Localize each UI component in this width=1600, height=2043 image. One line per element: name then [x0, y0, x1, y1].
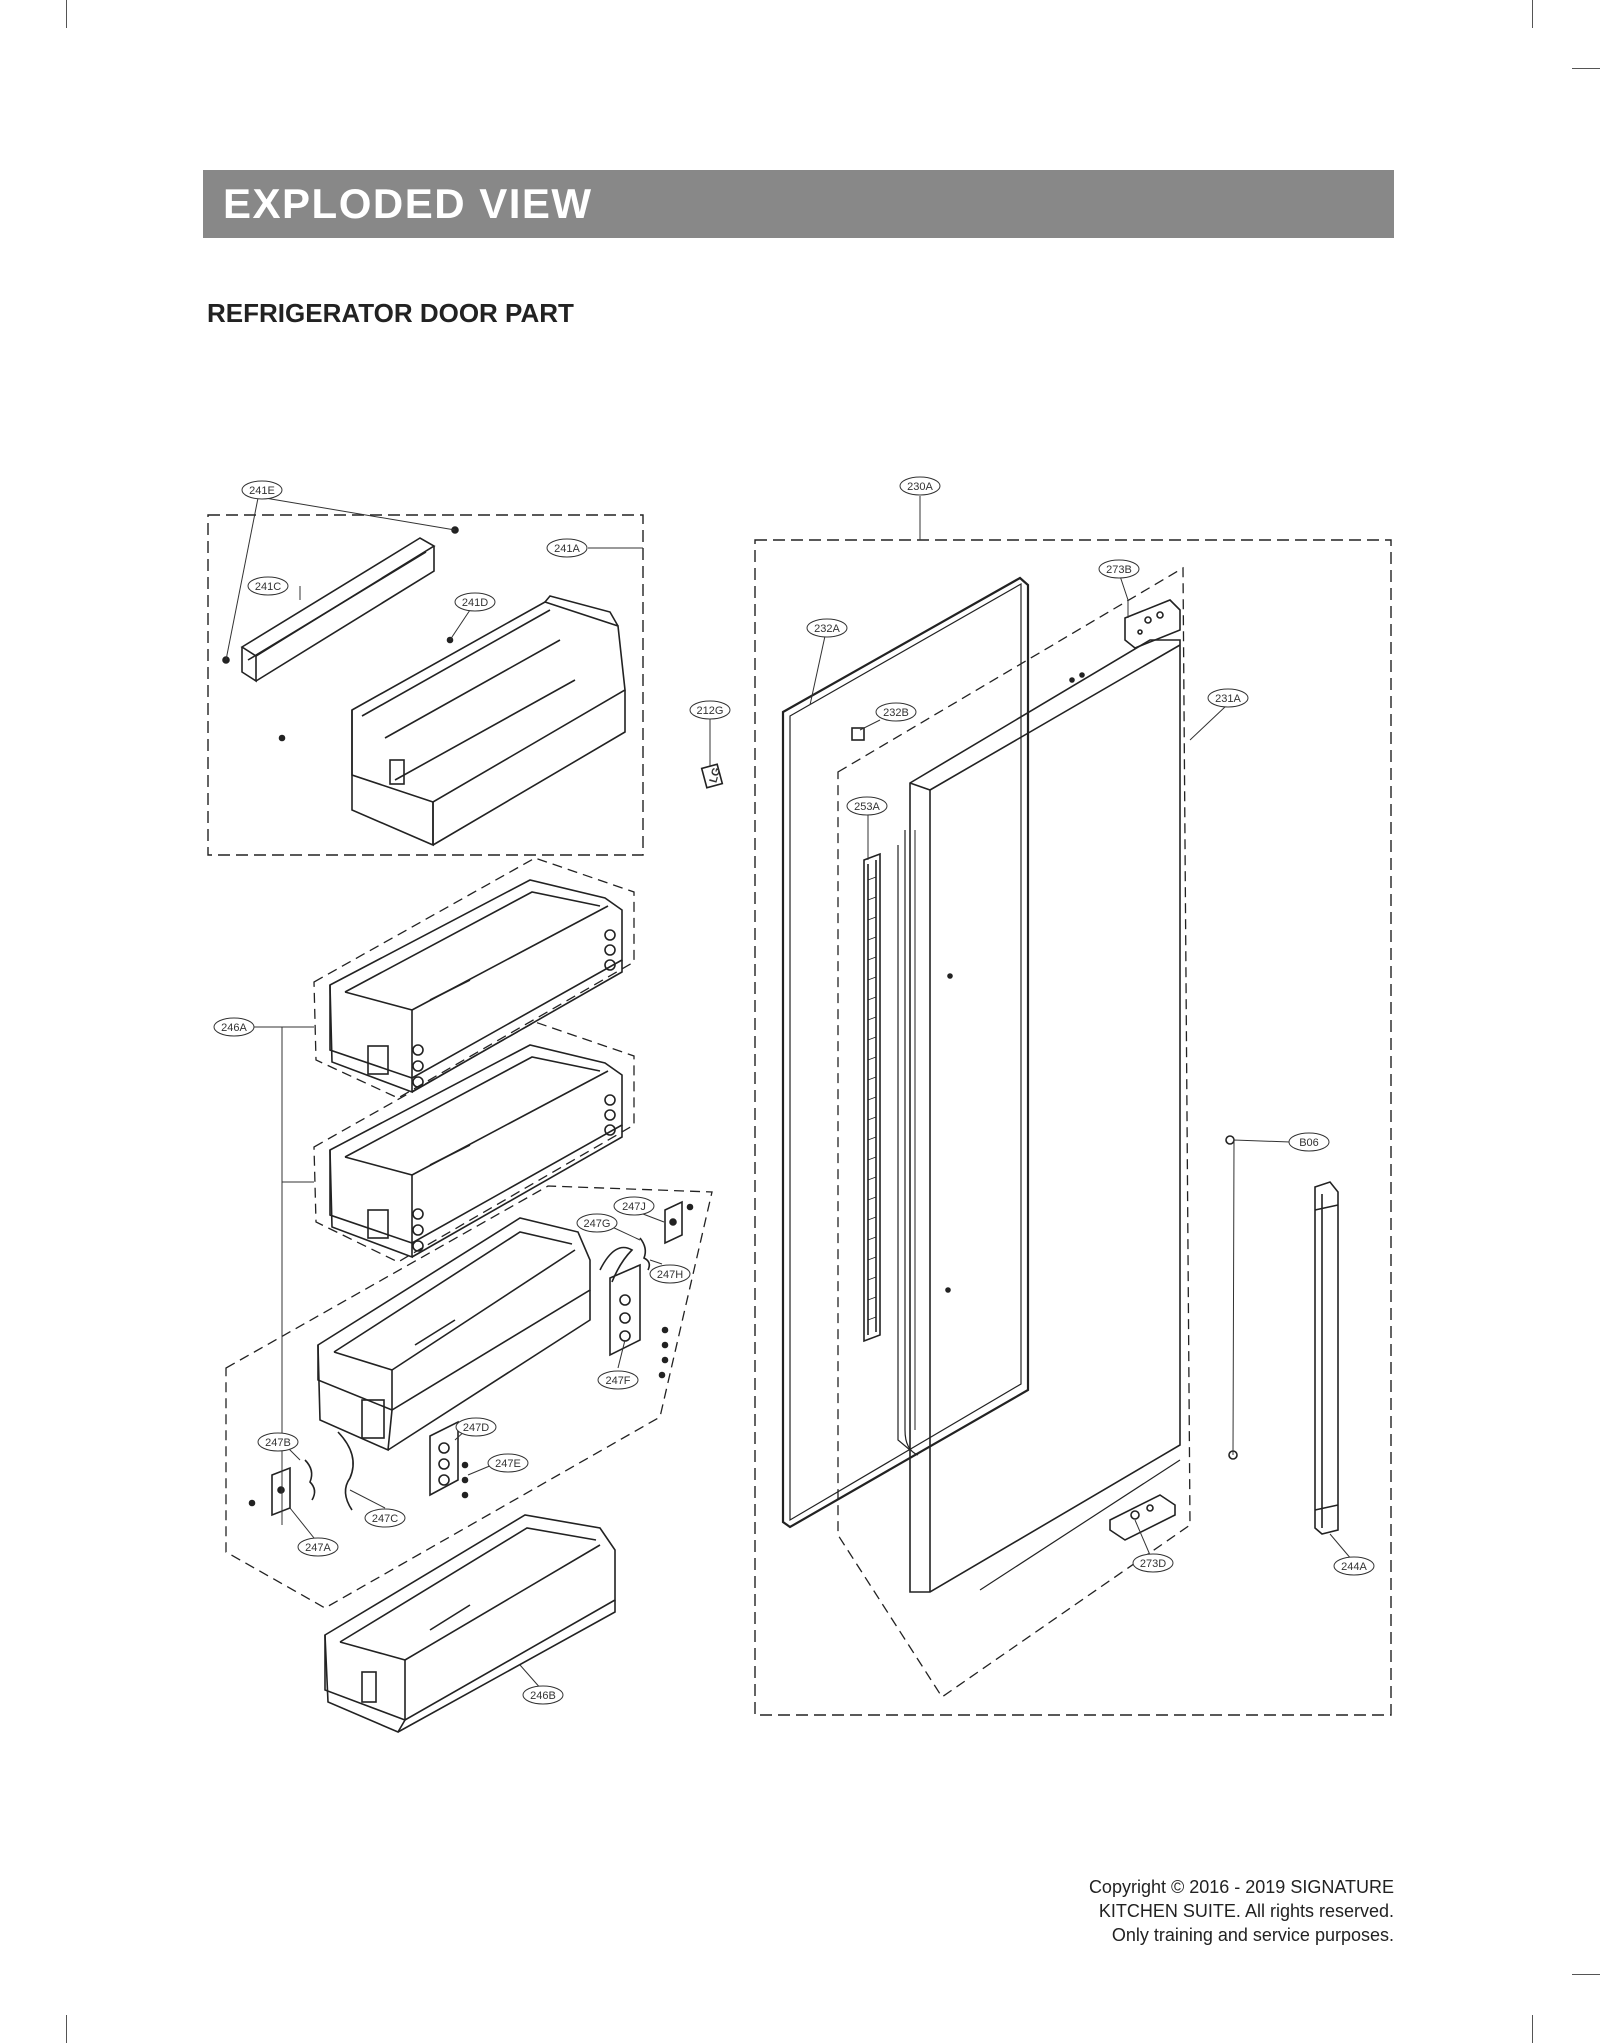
callouts: 241E 241A 241C 241D 230A 273B 232A 212G …: [213, 476, 1375, 1705]
svg-text:241E: 241E: [249, 485, 275, 497]
callout-247A: 247A: [297, 1537, 339, 1557]
crop-mark-bottom-right: [1532, 2015, 1533, 2043]
crop-mark-top-left: [66, 0, 67, 28]
callout-232B: 232B: [875, 702, 917, 722]
callout-246A: 246A: [213, 1017, 255, 1037]
bin-bracket-247D: [429, 1420, 459, 1497]
door-liner-231A: [904, 639, 1181, 1593]
handle-244A: [1314, 1181, 1339, 1535]
svg-text:247F: 247F: [605, 1375, 630, 1387]
svg-text:246A: 246A: [221, 1022, 247, 1034]
group-box-bin-1: [313, 857, 635, 1099]
svg-text:247D: 247D: [463, 1422, 489, 1434]
screws-247E: [248, 1203, 694, 1507]
spring-247B: [304, 1459, 316, 1501]
page-title: EXPLODED VIEW: [223, 180, 593, 227]
callout-212G: 212G: [689, 700, 731, 720]
group-box-inner-door: [837, 566, 1191, 1698]
hinge-273B: [1124, 599, 1181, 649]
door-light-strip-253A: [863, 852, 881, 1343]
svg-text:231A: 231A: [1215, 693, 1241, 705]
door-frame-line: [897, 845, 1181, 1591]
callout-253A: 253A: [846, 796, 888, 816]
copyright-line-3: Only training and service purposes.: [1111, 1925, 1394, 1945]
copyright-line-1: Copyright © 2016 - 2019 SIGNATURE: [1088, 1877, 1394, 1897]
callout-231A: 231A: [1207, 688, 1249, 708]
svg-text:230A: 230A: [907, 481, 933, 493]
hinge-273D: [1109, 1494, 1176, 1541]
lg-badge-212G: LG: [700, 763, 724, 789]
callout-241E: 241E: [241, 480, 283, 500]
crop-mark-top-right: [1532, 0, 1533, 28]
callout-247J: 247J: [613, 1196, 655, 1216]
svg-text:273D: 273D: [1140, 1558, 1166, 1570]
callout-244A: 244A: [1333, 1556, 1375, 1576]
copyright-line-2: KITCHEN SUITE. All rights reserved.: [1098, 1901, 1394, 1921]
svg-text:212G: 212G: [697, 705, 724, 717]
clip-247J: [664, 1200, 683, 1245]
svg-text:247A: 247A: [305, 1542, 331, 1554]
svg-text:247J: 247J: [622, 1201, 646, 1213]
svg-text:247B: 247B: [265, 1437, 291, 1449]
crop-mark-right-lower: [1572, 1974, 1600, 1975]
screw-B06: [1225, 1135, 1238, 1460]
svg-text:244A: 244A: [1341, 1561, 1367, 1573]
svg-text:273B: 273B: [1106, 564, 1132, 576]
callout-247E: 247E: [487, 1453, 529, 1473]
callout-232A: 232A: [806, 618, 848, 638]
callout-230A: 230A: [899, 476, 941, 496]
svg-text:B06: B06: [1299, 1137, 1319, 1149]
callout-246B: 246B: [522, 1685, 564, 1705]
door-bin-3: [317, 1217, 591, 1452]
bin-bracket-247F: [599, 1246, 641, 1357]
group-box-bin-3: [225, 1185, 713, 1609]
svg-text:247C: 247C: [372, 1513, 398, 1525]
group-box-upper-bin: [207, 514, 644, 856]
callout-241A: 241A: [546, 538, 588, 558]
svg-text:232A: 232A: [814, 623, 840, 635]
lever-247C: [337, 1431, 354, 1511]
callout-241C: 241C: [247, 576, 289, 596]
group-box-bin-2: [313, 1021, 635, 1263]
spring-247G: [639, 1237, 651, 1271]
callout-247D: 247D: [455, 1417, 497, 1437]
svg-text:241A: 241A: [554, 543, 580, 555]
lg-logo-text: LG: [708, 766, 724, 784]
door-bin-246B: [324, 1514, 616, 1734]
callout-241D: 241D: [454, 592, 496, 612]
door-gasket-232A: [781, 576, 1030, 1529]
callout-247B: 247B: [257, 1432, 299, 1452]
svg-text:241C: 241C: [255, 581, 281, 593]
clip-232B: [851, 727, 865, 741]
svg-text:241D: 241D: [462, 597, 488, 609]
svg-text:253A: 253A: [854, 801, 880, 813]
callout-247C: 247C: [364, 1508, 406, 1528]
bin-241A-body: [351, 595, 626, 847]
svg-text:246B: 246B: [530, 1690, 556, 1702]
door-bin-1: [329, 879, 623, 1094]
group-box-door: [754, 539, 1392, 1716]
callout-B06: B06: [1288, 1132, 1330, 1152]
callout-273B: 273B: [1098, 559, 1140, 579]
clip-247A: [271, 1466, 291, 1517]
callout-247H: 247H: [649, 1264, 691, 1284]
bin-cover-241C: [240, 537, 436, 683]
svg-text:247E: 247E: [495, 1458, 521, 1470]
leader-lines: [225, 496, 1353, 1691]
section-title: REFRIGERATOR DOOR PART: [207, 298, 574, 328]
crop-mark-bottom-left: [66, 2015, 67, 2043]
callout-273D: 273D: [1132, 1553, 1174, 1573]
svg-text:247H: 247H: [657, 1269, 683, 1281]
callout-247G: 247G: [576, 1213, 618, 1233]
svg-text:232B: 232B: [883, 707, 909, 719]
door-bin-2: [329, 1044, 623, 1259]
crop-mark-right-upper: [1572, 68, 1600, 69]
callout-247F: 247F: [597, 1370, 639, 1390]
copyright-footer: Copyright © 2016 - 2019 SIGNATURE KITCHE…: [1089, 1875, 1394, 1947]
screw-241D: [278, 636, 454, 742]
svg-text:247G: 247G: [584, 1218, 611, 1230]
header-banner: EXPLODED VIEW: [203, 170, 1394, 238]
